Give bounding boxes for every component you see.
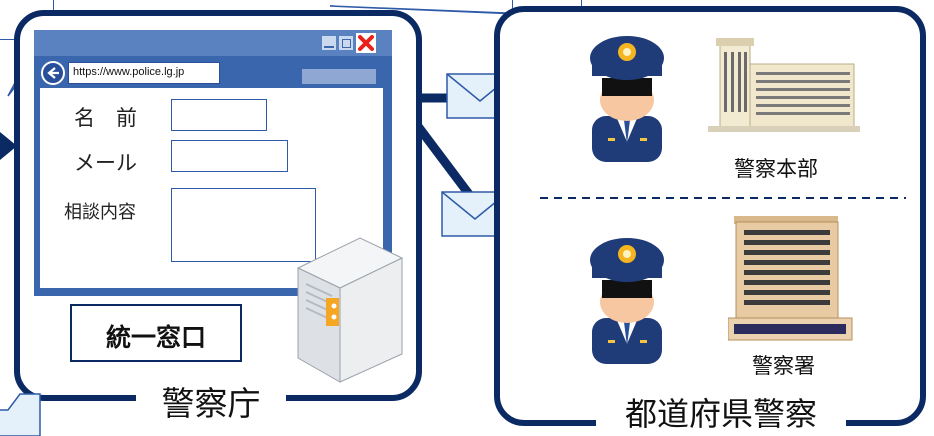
url-text: https://www.police.lg.jp <box>73 66 185 78</box>
unified-window-label: 統一窓口 <box>105 323 206 352</box>
prefectural-caption: 都道府県警察 <box>596 392 846 436</box>
server-icon <box>296 237 404 383</box>
officer-icon <box>590 36 664 162</box>
maximize-icon[interactable] <box>339 36 353 50</box>
hq-label: 警察本部 <box>734 157 818 181</box>
npa-caption: 警察庁 <box>136 380 286 428</box>
station-label: 警察署 <box>752 354 815 378</box>
minimize-icon[interactable] <box>322 36 336 50</box>
field-label-consultation: 相談内容 <box>64 202 136 223</box>
callout-bottom-left <box>0 393 41 436</box>
station-building-icon <box>728 216 853 341</box>
hq-building-icon <box>708 38 860 132</box>
field-label-name: 名 前 <box>74 106 137 130</box>
officer-icon <box>590 238 664 364</box>
close-icon[interactable] <box>356 33 376 53</box>
incoming-arrow-head <box>0 132 17 160</box>
back-arrow-icon[interactable] <box>41 61 65 85</box>
browser-tab-strip <box>302 69 376 84</box>
consultation-textarea[interactable] <box>171 188 316 262</box>
unified-window-box: 統一窓口 <box>70 304 242 362</box>
name-field[interactable] <box>171 99 267 131</box>
browser-content: 名 前 メール 相談内容 <box>40 88 383 288</box>
address-bar[interactable]: https://www.police.lg.jp <box>68 62 220 84</box>
field-label-email: メール <box>74 151 137 175</box>
email-field[interactable] <box>171 140 288 172</box>
